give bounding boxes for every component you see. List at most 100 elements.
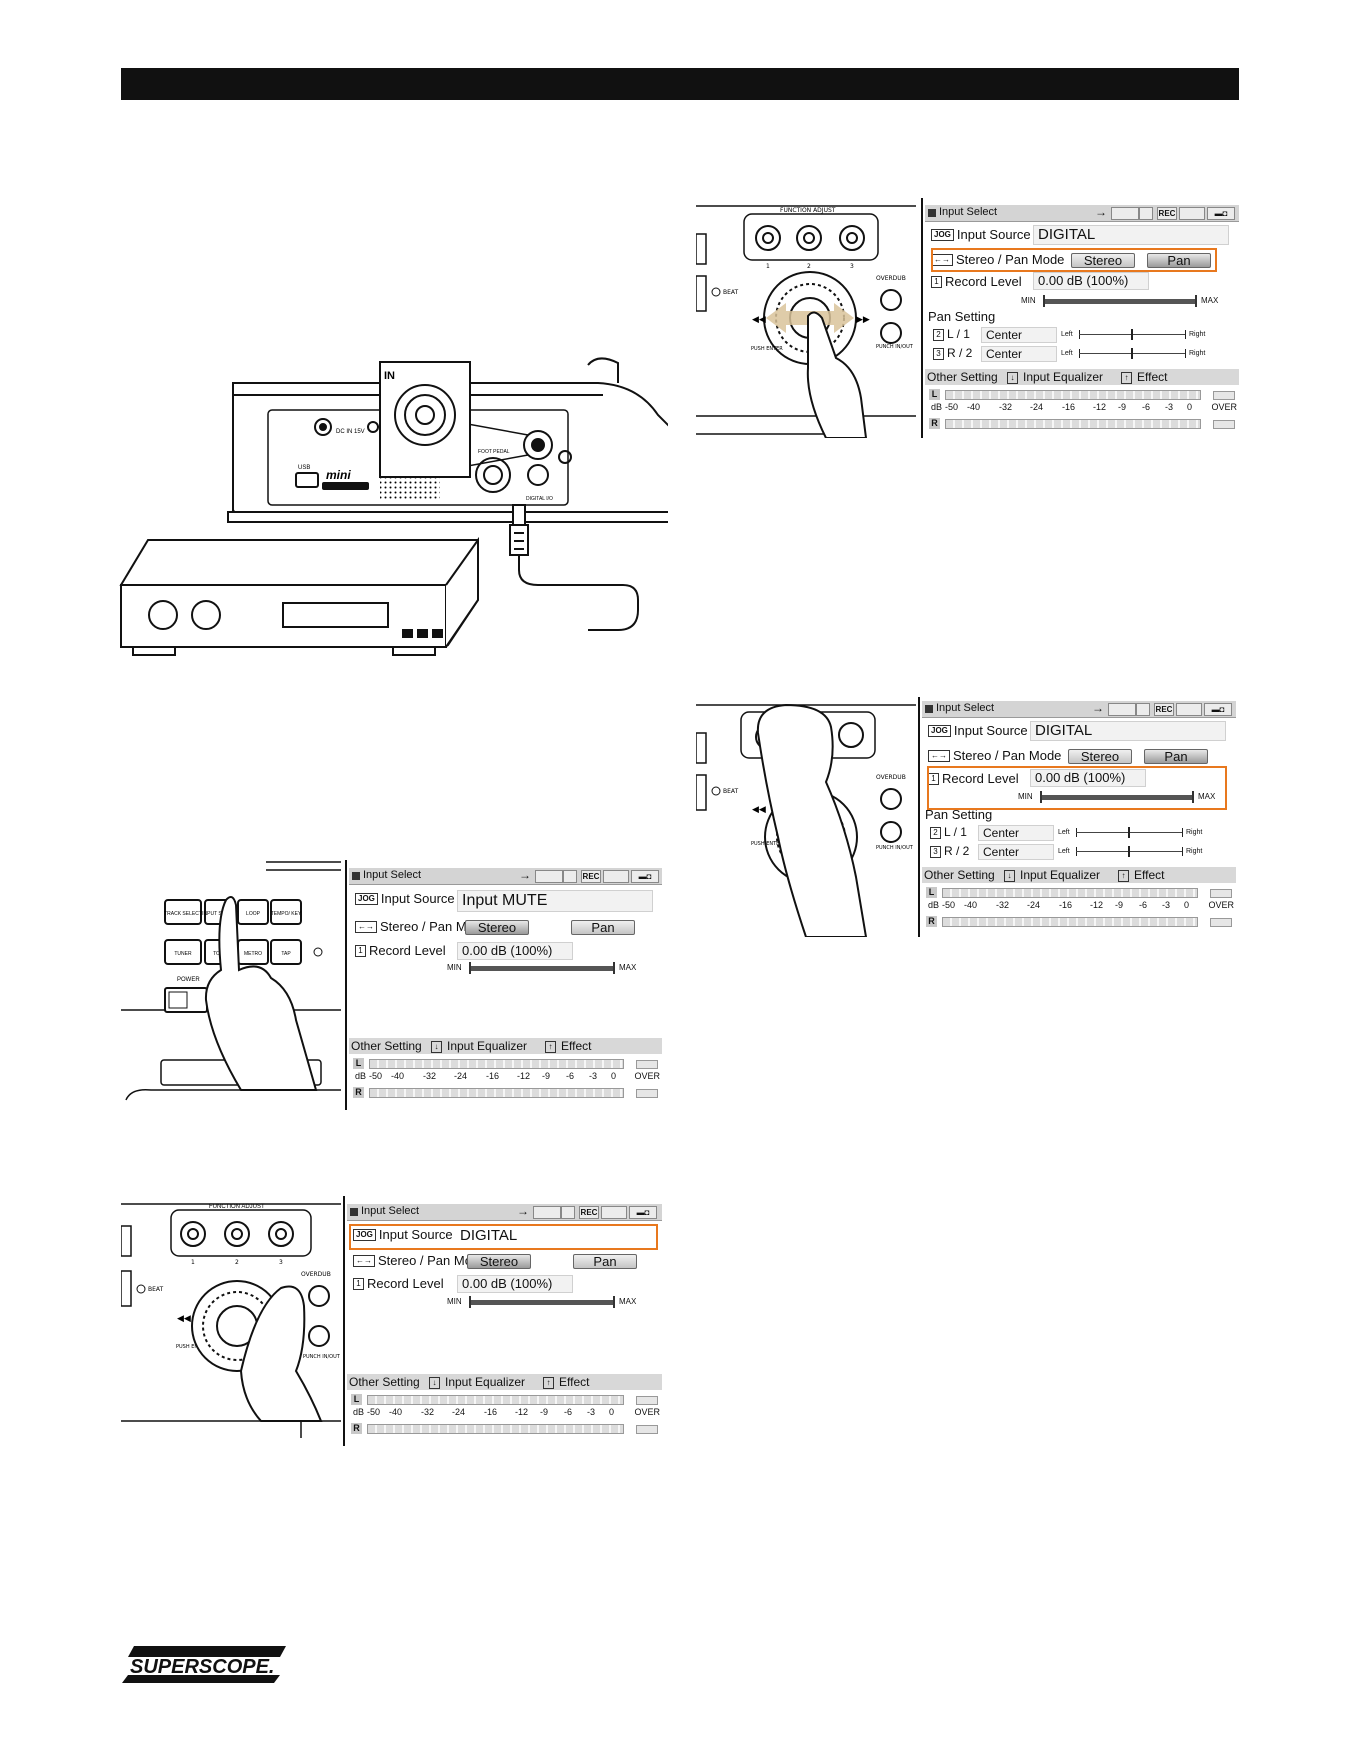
record-level-slider[interactable]: MIN MAX	[447, 962, 647, 974]
scale-tick: -40	[967, 402, 980, 412]
scale-tick: -6	[1139, 900, 1147, 910]
scale-tick: -3	[1165, 402, 1173, 412]
meter-r-label: R	[351, 1423, 362, 1434]
record-level-value[interactable]: 0.00 dB (100%)	[457, 1275, 573, 1293]
pan-r2-slider[interactable]: Left Right	[1058, 846, 1230, 856]
input-eq-label[interactable]: Input Equalizer	[445, 1375, 525, 1389]
function-knobs	[181, 1222, 293, 1246]
beat-label-2: BEAT	[723, 289, 739, 296]
divider	[345, 860, 347, 1110]
record-level-slider[interactable]: MIN MAX	[447, 1296, 647, 1308]
input-eq-label[interactable]: Input Equalizer	[1023, 370, 1103, 384]
other-setting-bar: Other Setting ↓ Input Equalizer ↑ Effect	[349, 1038, 662, 1054]
jog-icon: JOG	[931, 229, 954, 241]
section-header-bar	[121, 68, 1239, 100]
pan-l1-slider[interactable]: Left Right	[1058, 827, 1230, 837]
pan-l1-value[interactable]: Center	[978, 825, 1054, 841]
meter-r-label: R	[353, 1087, 364, 1098]
function-adjust-label-2: FUNCTION ADJUST	[780, 207, 836, 214]
effect-label[interactable]: Effect	[1134, 868, 1164, 882]
record-level-slider[interactable]: MIN MAX	[1021, 295, 1231, 307]
scale-tick: -6	[566, 1071, 574, 1081]
over-label: OVER	[1208, 900, 1234, 910]
pan-r2-value[interactable]: Center	[978, 844, 1054, 860]
meter-r	[367, 1424, 624, 1434]
scale-tick: -9	[1115, 900, 1123, 910]
pan-button[interactable]: Pan	[571, 920, 635, 935]
knob-3-icon: 3	[930, 846, 941, 858]
logo-text: SUPERSCOPE.	[130, 1656, 274, 1678]
connection-diagram: IN DC IN 15V USB mini FOOT PEDAL DIGITAL…	[118, 355, 668, 735]
digital-cable	[510, 505, 638, 630]
scale-tick: -50	[369, 1071, 382, 1081]
scale-tick: -50	[367, 1407, 380, 1417]
max-label: MAX	[619, 963, 636, 972]
record-level-value[interactable]: 0.00 dB (100%)	[457, 942, 573, 960]
over-label: OVER	[1211, 402, 1237, 412]
scale-tick: -3	[587, 1407, 595, 1417]
scale-tick: -32	[423, 1071, 436, 1081]
meter-r	[942, 917, 1198, 927]
pan-button[interactable]: Pan	[1144, 749, 1208, 764]
input-eq-label[interactable]: Input Equalizer	[1020, 868, 1100, 882]
jog-dial-turn-sketch: FUNCTION ADJUST 1 2 3 BEAT OVERDUB PUNCH…	[121, 1196, 341, 1446]
other-setting-label: Other Setting	[924, 868, 995, 882]
effect-label[interactable]: Effect	[561, 1039, 591, 1053]
input-eq-label[interactable]: Input Equalizer	[447, 1039, 527, 1053]
input-source-value[interactable]: DIGITAL	[1030, 721, 1226, 741]
stereo-pan-row[interactable]: ←→Stereo / Pan Mode	[928, 747, 1061, 767]
down-icon: ↓	[429, 1377, 440, 1389]
input-source-value[interactable]: DIGITAL	[1033, 225, 1229, 245]
power-label: POWER	[177, 977, 200, 983]
divider	[343, 1196, 345, 1446]
effect-label[interactable]: Effect	[1137, 370, 1167, 384]
scale-tick: -24	[1027, 900, 1040, 910]
meter-l	[367, 1395, 624, 1405]
pan-knob	[1128, 827, 1130, 838]
pan-r2-slider[interactable]: Left Right	[1061, 348, 1233, 358]
beat-led-icon	[314, 948, 322, 956]
stereo-button[interactable]: Stereo	[465, 920, 529, 935]
scale-tick: -40	[391, 1071, 404, 1081]
pan-knob	[1131, 329, 1133, 340]
pan-button[interactable]: Pan	[573, 1254, 637, 1269]
lcd-title: Input Select	[361, 1205, 419, 1217]
knob-2-label-2: 2	[807, 263, 811, 270]
punch-label: PUNCH IN/OUT	[303, 1354, 341, 1360]
knob-3-icon: 3	[933, 348, 944, 360]
overdub-label-3: OVERDUB	[876, 774, 906, 781]
arrow-icon: →	[1092, 701, 1104, 715]
scale-tick: -16	[1062, 402, 1075, 412]
record-level-value[interactable]: 0.00 dB (100%)	[1033, 272, 1149, 290]
pan-l1-value[interactable]: Center	[981, 327, 1057, 343]
rec-indicator: REC	[1157, 207, 1177, 220]
divider	[921, 198, 923, 438]
input-source-label: Input Source	[957, 227, 1031, 242]
input-source-value[interactable]: Input MUTE	[457, 890, 653, 912]
knob-2-icon: 2	[933, 329, 944, 341]
up-icon: ↑	[545, 1041, 556, 1053]
pan-r2-value[interactable]: Center	[981, 346, 1057, 362]
track-select-label: TRACK SELECT	[164, 911, 202, 917]
pan-l1-label: L / 1	[947, 327, 970, 341]
stereo-button[interactable]: Stereo	[467, 1254, 531, 1269]
ff-icon: ▶▶	[856, 315, 870, 325]
scale-tick: -9	[1118, 402, 1126, 412]
pan-l1-slider[interactable]: Left Right	[1061, 329, 1233, 339]
overdub-label: OVERDUB	[301, 1271, 331, 1278]
stereo-button[interactable]: Stereo	[1068, 749, 1132, 764]
scale-tick: 0	[609, 1407, 614, 1417]
pan-r2-label: R / 2	[947, 346, 972, 360]
effect-label[interactable]: Effect	[559, 1375, 589, 1389]
battery-icon: ▬◘	[629, 1206, 657, 1219]
